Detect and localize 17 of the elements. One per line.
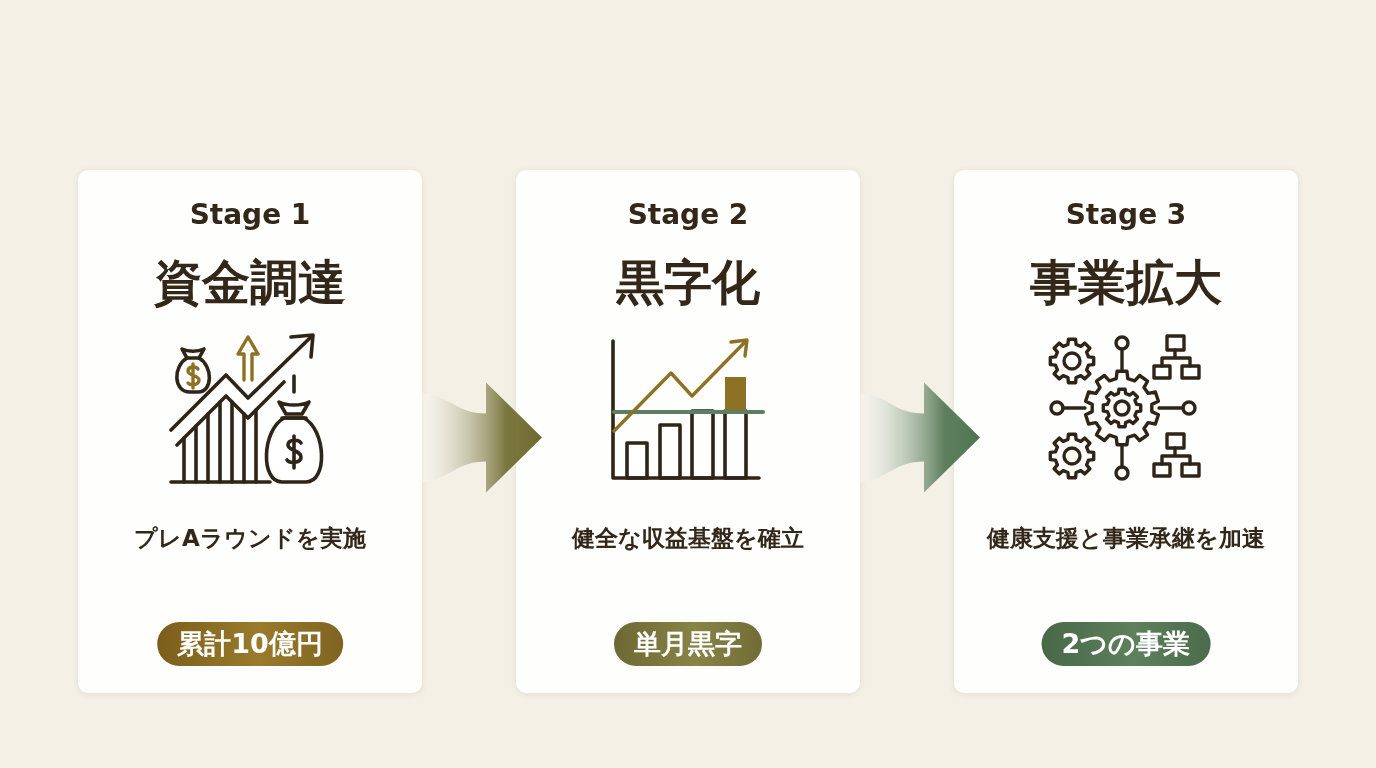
metric-pill: 2つの事業 — [1041, 622, 1211, 666]
stage-card — [516, 170, 860, 693]
stage-card — [78, 170, 422, 693]
arrow — [860, 382, 980, 493]
stage-description: 健康支援と事業承継を加速 — [987, 525, 1265, 552]
stage-label: Stage 1 — [189, 199, 311, 232]
stage-title: 黒字化 — [616, 255, 760, 311]
stage-card — [954, 170, 1298, 693]
stage-label: Stage 3 — [1065, 199, 1187, 232]
stage-title: 事業拡大 — [1030, 255, 1222, 311]
metric-pill: 累計10億円 — [157, 622, 343, 666]
stage-description: プレAラウンドを実施 — [134, 525, 366, 552]
metric-pill: 単月黒字 — [614, 622, 762, 666]
stage-title: 資金調達 — [154, 255, 346, 311]
stage-label: Stage 2 — [627, 199, 749, 232]
arrow — [422, 382, 542, 493]
stage-description: 健全な収益基盤を確立 — [572, 525, 804, 552]
